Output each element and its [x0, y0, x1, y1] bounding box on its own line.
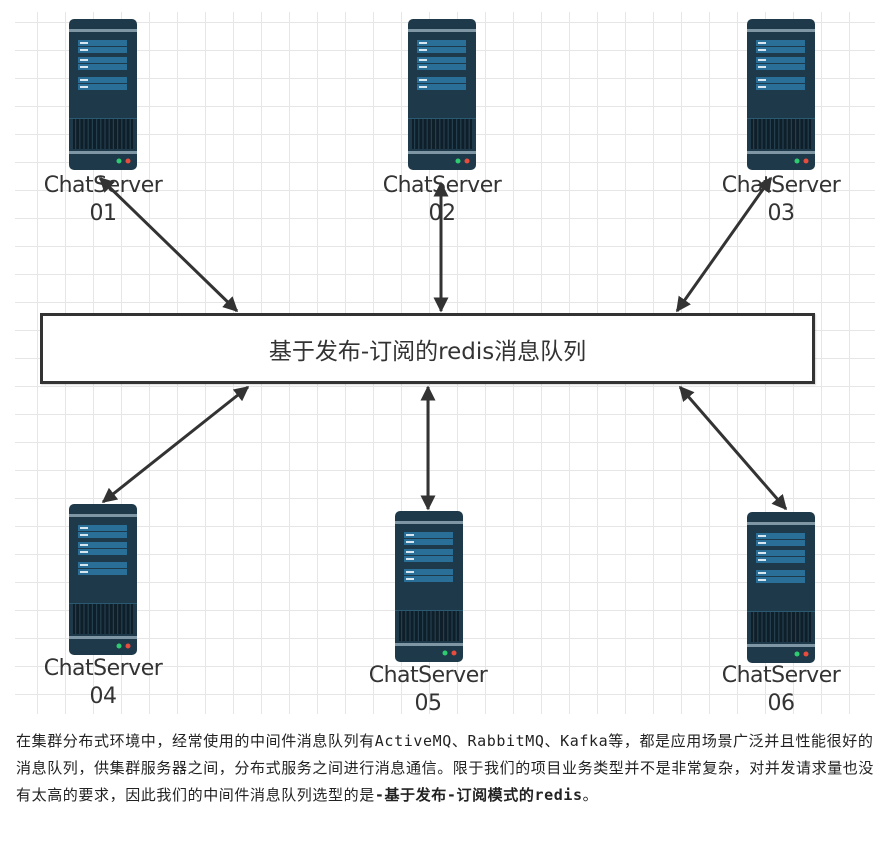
- description-end: 。: [582, 786, 599, 804]
- arrow-server-01[interactable]: [98, 176, 239, 313]
- arrow-server-04[interactable]: [101, 385, 250, 504]
- server-id: 05: [414, 691, 443, 714]
- server-label-04: ChatServer 04: [23, 655, 183, 711]
- server-name: ChatServer: [43, 656, 163, 681]
- server-label-05: ChatServer 05: [348, 662, 508, 714]
- server-icon[interactable]: [395, 511, 463, 662]
- queue-label: 基于发布-订阅的redis消息队列: [268, 338, 587, 365]
- server-id: 06: [767, 691, 796, 714]
- description-highlight: -基于发布-订阅模式的redis: [374, 786, 583, 804]
- server-name: ChatServer: [43, 173, 163, 198]
- server-icon[interactable]: [69, 19, 137, 170]
- arrow-server-03[interactable]: [675, 176, 773, 313]
- server-icon[interactable]: [408, 19, 476, 170]
- server-name: ChatServer: [368, 663, 488, 688]
- redis-queue-box[interactable]: 基于发布-订阅的redis消息队列: [40, 313, 815, 384]
- server-icon[interactable]: [747, 19, 815, 170]
- server-label-02: ChatServer 02: [362, 172, 522, 228]
- server-label-06: ChatServer 06: [701, 662, 861, 714]
- server-icon[interactable]: [69, 504, 137, 655]
- server-label-03: ChatServer 03: [701, 172, 861, 228]
- connection-arrows: [98, 176, 788, 511]
- server-id: 03: [767, 201, 796, 226]
- server-id: 01: [89, 201, 118, 226]
- server-id: 02: [428, 201, 457, 226]
- server-label-01: ChatServer 01: [23, 172, 183, 228]
- server-id: 04: [89, 684, 118, 709]
- architecture-diagram: 基于发布-订阅的redis消息队列 ChatServer 01 ChatServ…: [15, 12, 875, 714]
- server-name: ChatServer: [382, 173, 502, 198]
- description-paragraph: 在集群分布式环境中，经常使用的中间件消息队列有ActiveMQ、RabbitMQ…: [16, 728, 881, 809]
- server-icon[interactable]: [747, 512, 815, 663]
- server-name: ChatServer: [721, 663, 841, 688]
- arrow-server-06[interactable]: [678, 385, 788, 511]
- description-text: 在集群分布式环境中，经常使用的中间件消息队列有ActiveMQ、RabbitMQ…: [16, 732, 875, 804]
- server-name: ChatServer: [721, 173, 841, 198]
